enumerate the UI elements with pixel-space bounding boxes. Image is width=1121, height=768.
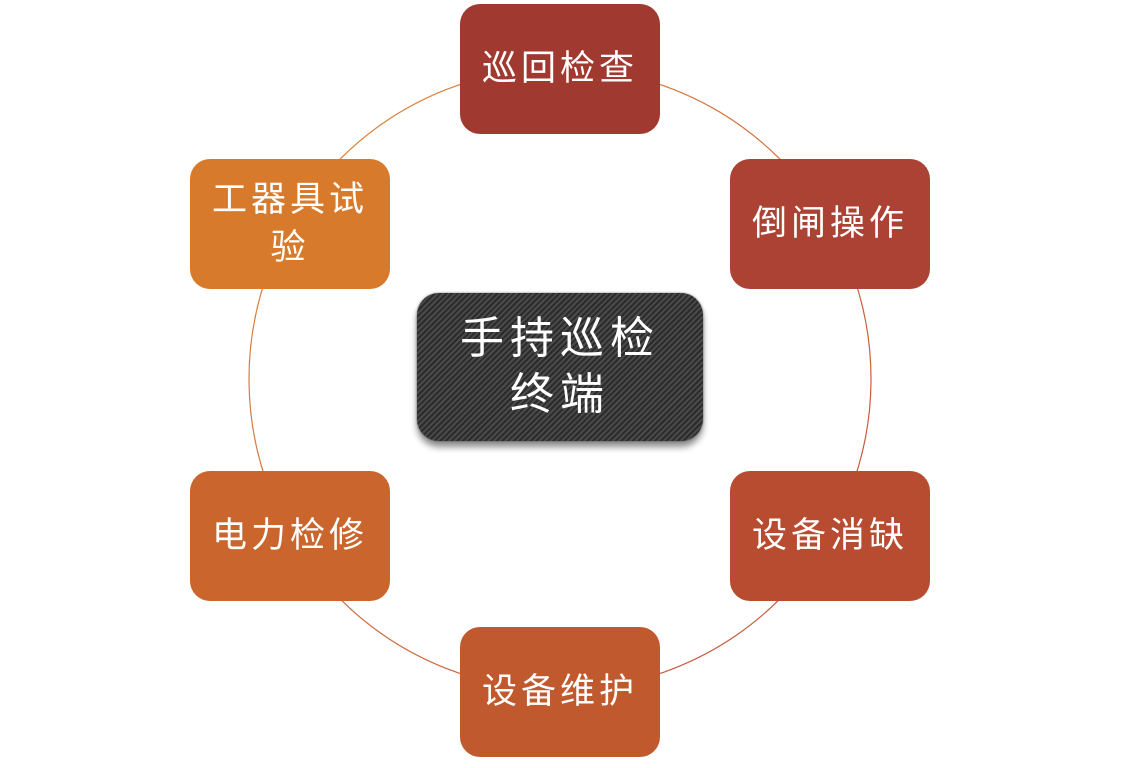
center-label: 手持巡检终端 (460, 313, 660, 420)
node-tool-test[interactable]: 工器具试验 (190, 159, 390, 289)
node-switching-operation[interactable]: 倒闸操作 (730, 159, 930, 289)
node-patrol-inspection[interactable]: 巡回检查 (460, 4, 660, 134)
node-label: 设备消缺 (752, 516, 909, 556)
node-label: 倒闸操作 (752, 204, 909, 244)
node-power-repair[interactable]: 电力检修 (190, 471, 390, 601)
node-equipment-maintenance[interactable]: 设备维护 (460, 627, 660, 757)
node-defect-elimination[interactable]: 设备消缺 (730, 471, 930, 601)
center-node-handheld-terminal[interactable]: 手持巡检终端 (417, 293, 703, 441)
node-label: 巡回检查 (482, 49, 639, 89)
node-label: 电力检修 (212, 516, 369, 556)
node-label: 工器具试验 (212, 180, 369, 268)
node-label: 设备维护 (482, 672, 639, 712)
